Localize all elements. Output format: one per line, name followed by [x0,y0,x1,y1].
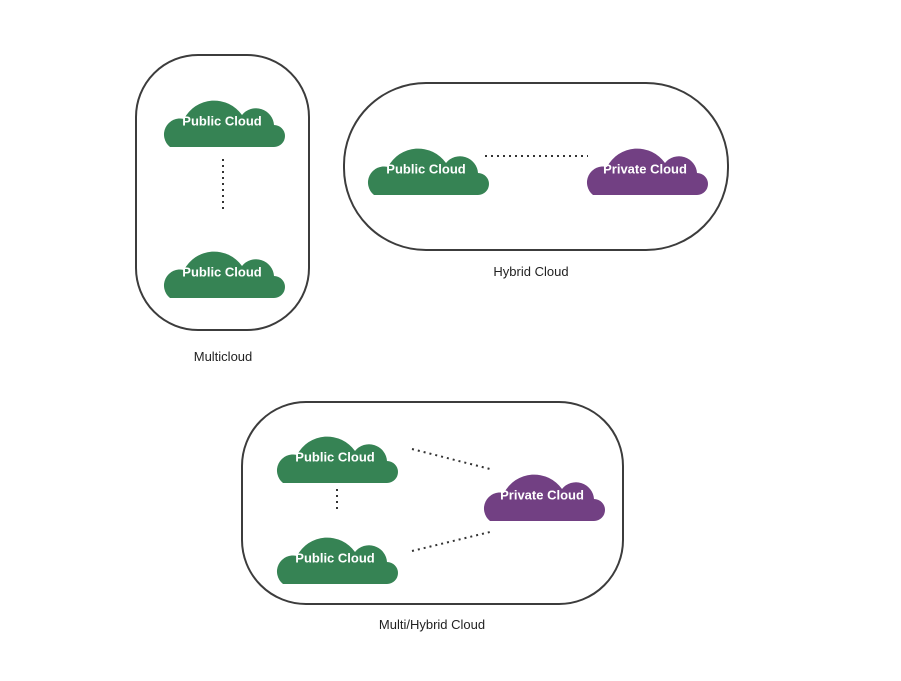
cloud-label: Private Cloud [500,487,584,502]
multi-hybrid-connector-top-to-private [411,448,491,470]
cloud-label: Public Cloud [182,264,262,279]
multicloud-frame [135,54,310,331]
hybrid-cloud-frame [343,82,729,251]
cloud-label: Public Cloud [182,113,262,128]
multicloud-group: Public Cloud Public Cloud Multicloud [135,54,310,364]
hybrid-private-cloud: Private Cloud [586,148,708,195]
multicloud-caption: Multicloud [194,349,253,364]
cloud-label: Private Cloud [603,161,687,176]
multi-hybrid-connector-bottom-to-private [411,531,491,552]
multi-hybrid-public-cloud-1: Public Cloud [276,436,398,483]
multicloud-public-cloud-1: Public Cloud [163,100,285,147]
multi-hybrid-cloud-caption: Multi/Hybrid Cloud [379,617,485,632]
multi-hybrid-private-cloud: Private Cloud [483,474,605,521]
cloud-label: Public Cloud [295,449,375,464]
multi-hybrid-public-cloud-2: Public Cloud [276,537,398,584]
hybrid-cloud-group: Public Cloud Private Cloud Hybrid Cloud [343,82,729,279]
cloud-label: Public Cloud [386,161,466,176]
multicloud-public-cloud-2: Public Cloud [163,251,285,298]
multi-hybrid-cloud-group: Public Cloud Public Cloud Private Cloud … [241,401,624,632]
hybrid-cloud-caption: Hybrid Cloud [493,264,568,279]
multi-hybrid-cloud-frame [241,401,624,605]
cloud-label: Public Cloud [295,550,375,565]
hybrid-public-cloud: Public Cloud [367,148,489,195]
